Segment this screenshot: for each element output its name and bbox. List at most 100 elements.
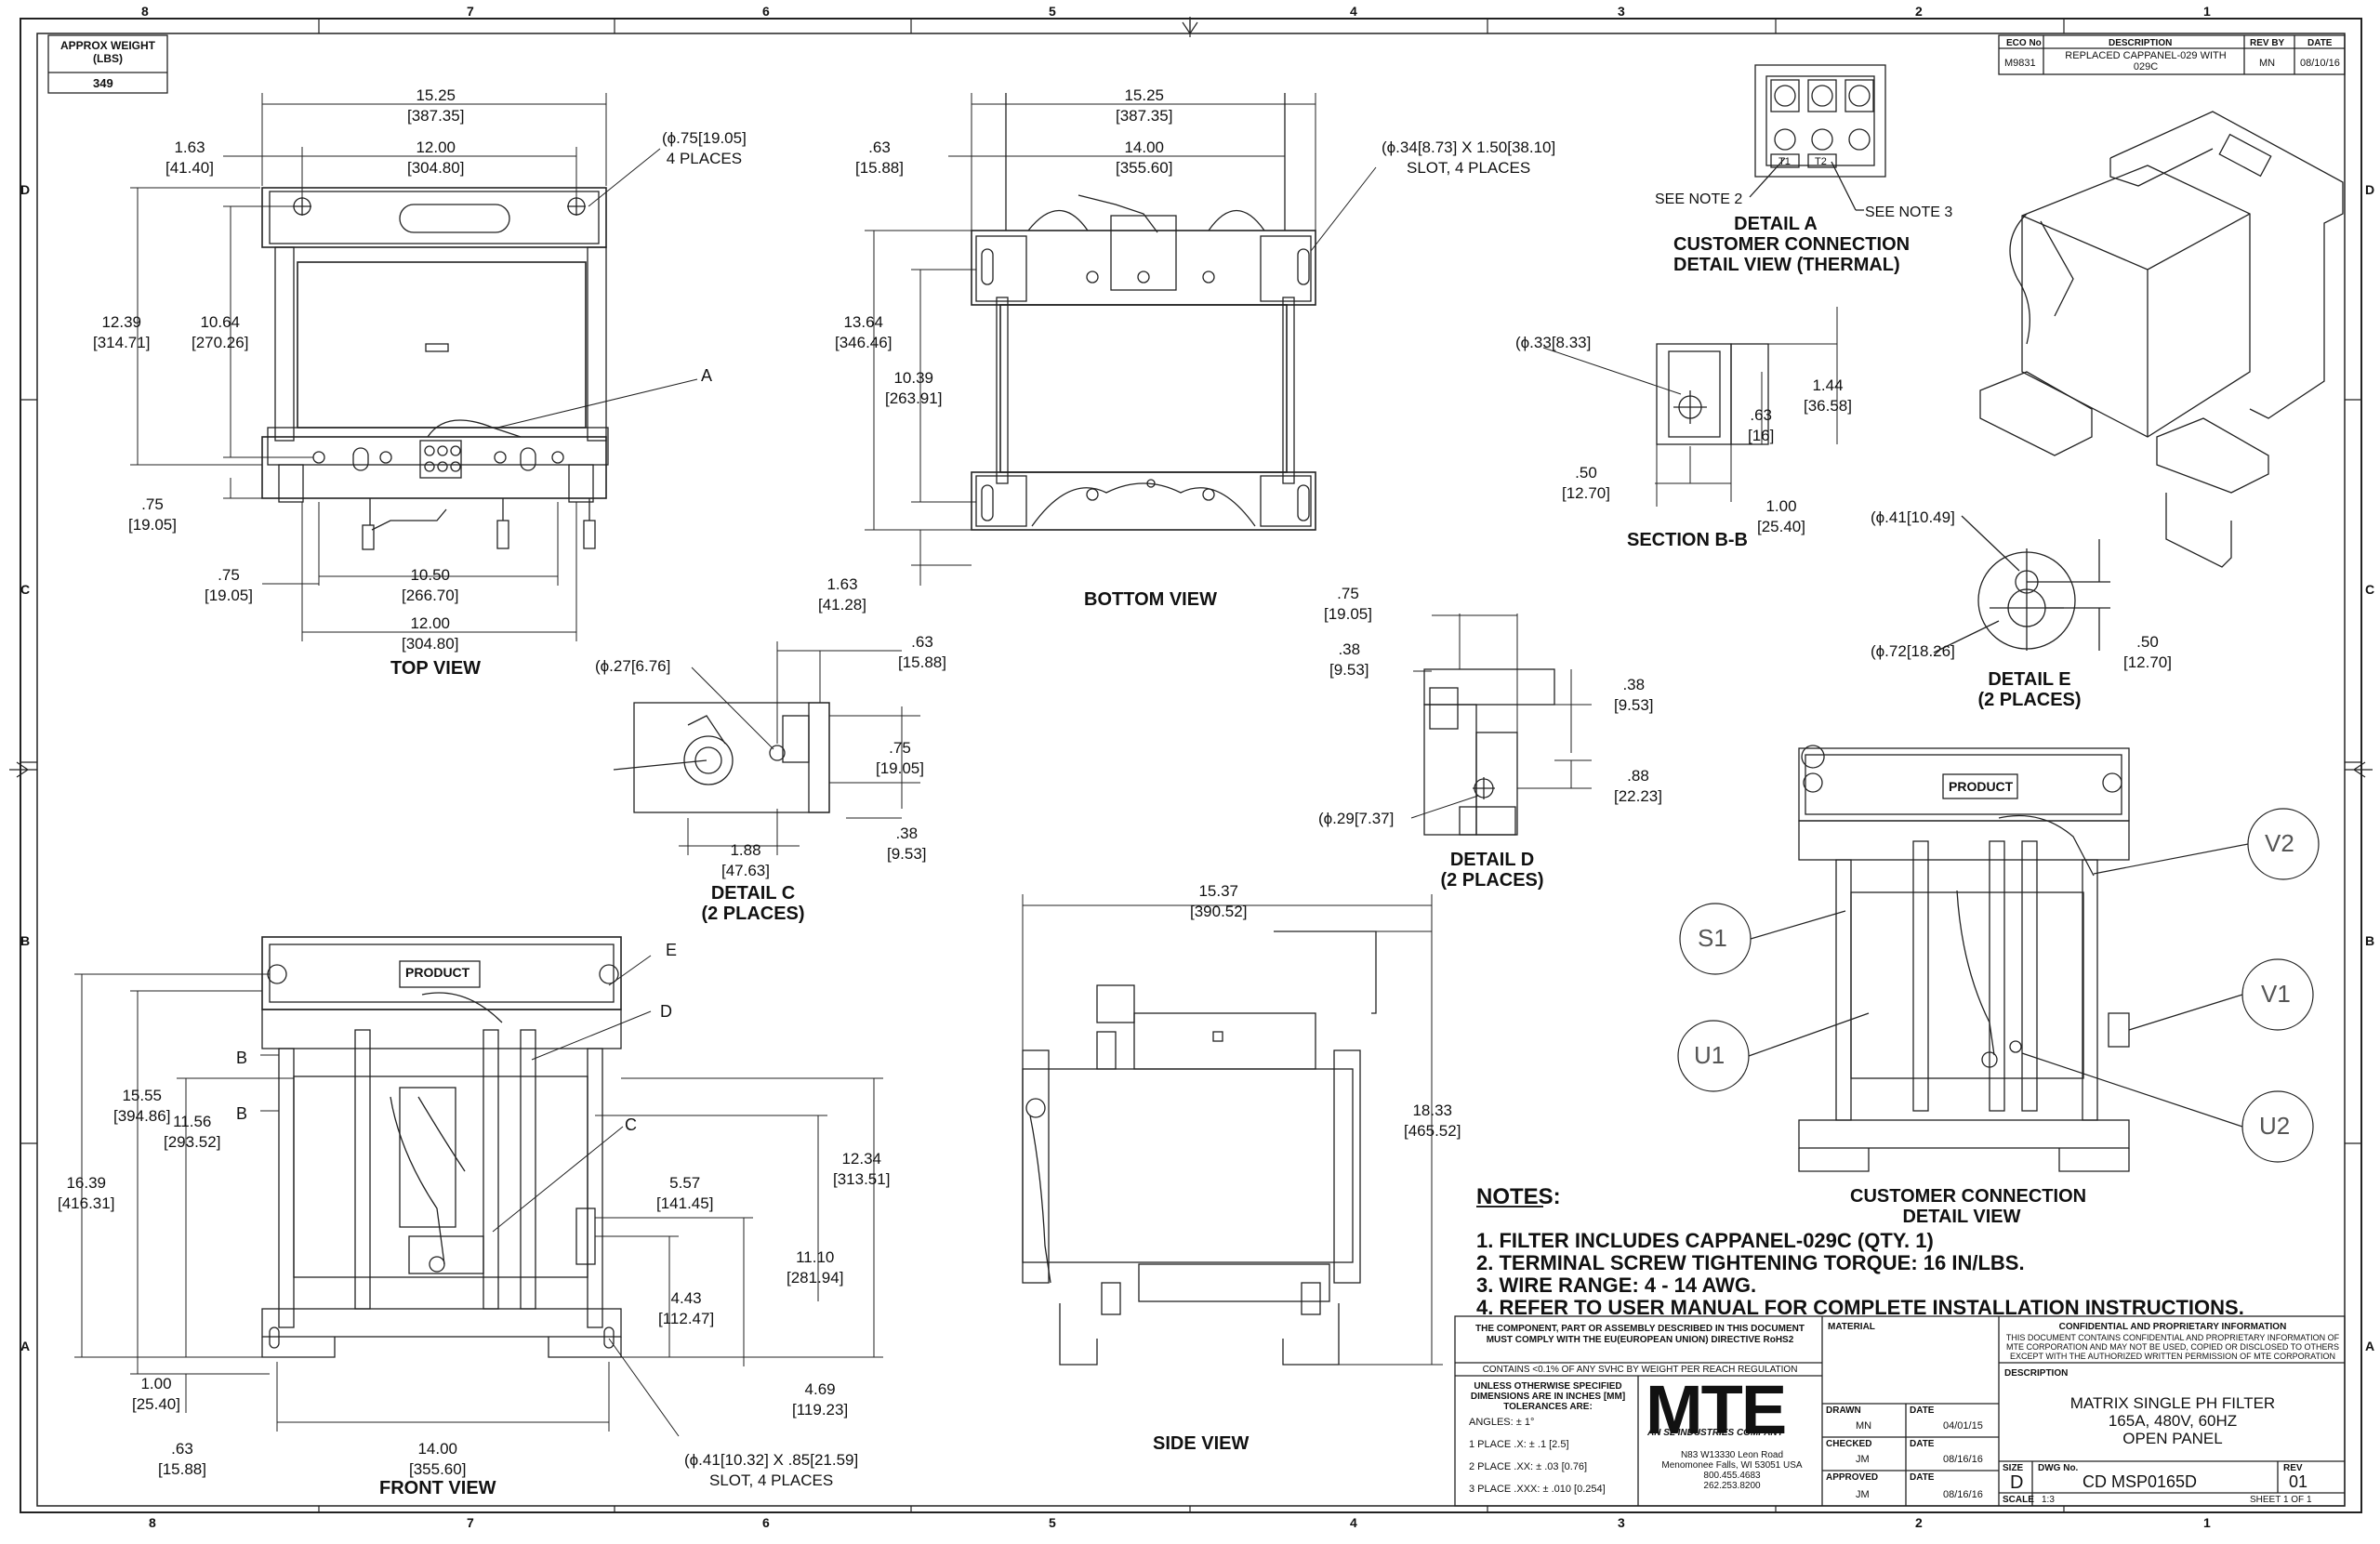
dim-sbb-100: 1.00[25.40]	[1757, 497, 1805, 535]
terminal-v1: V1	[2261, 980, 2291, 1008]
dim-dd-038-b: .38[9.53]	[1614, 676, 1654, 714]
dim-sbb-hole: (ϕ.33[8.33]	[1515, 334, 1592, 351]
zone-col-4-bottom: 4	[1350, 1515, 1357, 1530]
customer-connection-outline	[1798, 745, 2130, 1172]
terminal-u1: U1	[1694, 1041, 1726, 1069]
zone-row-b-left: B	[20, 933, 31, 948]
zone-row-d-left: D	[20, 182, 31, 197]
top-view-title: TOP VIEW	[390, 658, 482, 679]
zone-col-7-bottom: 7	[467, 1515, 474, 1530]
dim-top-075-b: .75[19.05]	[205, 566, 253, 604]
dim-de-072: (ϕ.72[18.26]	[1871, 642, 1955, 660]
tb-desc-3: OPEN PANEL	[2122, 1430, 2223, 1447]
dim-bottom-10-39: 10.39[263.91]	[885, 369, 943, 407]
zone-row-c-left: C	[20, 582, 31, 597]
tb-tol-angles: ANGLES: ± 1°	[1469, 1417, 1535, 1428]
detail-c-outline	[613, 702, 830, 813]
zone-row-a-left: A	[20, 1339, 31, 1353]
rev-description: REPLACED CAPPANEL-029 WITH 029C	[2065, 50, 2227, 73]
dim-top-hole-spacing: 12.00[304.80]	[407, 139, 465, 177]
tb-tol-1place: 1 PLACE .X: ± .1 [2.5]	[1469, 1439, 1569, 1450]
dim-dc-063: .63[15.88]	[898, 633, 946, 671]
weight-title: APPROX WEIGHT (LBS)	[60, 39, 155, 65]
dim-bottom-13-64: 13.64[346.46]	[835, 313, 892, 351]
tb-size-lbl: SIZE	[2003, 1463, 2024, 1473]
detail-d-line2: (2 PLACES)	[1440, 870, 1544, 891]
conn-product-label: PRODUCT	[1949, 779, 2014, 794]
zone-col-3-bottom: 3	[1618, 1515, 1625, 1530]
dim-front-slot: (ϕ.41[10.32] X .85[21.59]SLOT, 4 PLACES	[684, 1451, 859, 1489]
section-bb-outline	[1656, 343, 1769, 445]
rev-date: 08/10/16	[2300, 58, 2340, 69]
rev-header-description: DESCRIPTION	[2109, 38, 2173, 48]
tb-reach: CONTAINS <0.1% OF ANY SVHC BY WEIGHT PER…	[1482, 1365, 1798, 1375]
bottom-view-title: BOTTOM VIEW	[1084, 589, 1217, 610]
rev-header-revby: REV BY	[2250, 38, 2285, 48]
tb-checked-date-lbl: DATE	[1910, 1439, 1935, 1449]
tb-drawn-lbl: DRAWN	[1826, 1405, 1861, 1416]
zone-col-1-top: 1	[2203, 4, 2211, 19]
terminal-s1: S1	[1698, 924, 1727, 952]
dim-bottom-1-63: 1.63[41.28]	[818, 575, 866, 614]
zone-row-d-right: D	[2365, 182, 2375, 197]
dim-side-18-33: 18.33[465.52]	[1404, 1102, 1461, 1140]
zone-col-1-bottom: 1	[2203, 1515, 2211, 1530]
isometric-view-outline	[1979, 111, 2344, 568]
tb-address-4: 262.253.8200	[1703, 1481, 1761, 1491]
rev-by: MN	[2259, 58, 2276, 69]
dim-dd-029: (ϕ.29[7.37]	[1318, 810, 1395, 827]
zone-col-5-bottom: 5	[1049, 1515, 1056, 1530]
dim-side-15-37: 15.37[390.52]	[1190, 882, 1248, 920]
side-view-outline	[1022, 930, 1377, 1366]
tb-approved-by: JM	[1856, 1489, 1870, 1500]
tb-tol-2place: 2 PLACE .XX: ± .03 [0.76]	[1469, 1461, 1588, 1472]
tb-scale-lbl: SCALE	[2003, 1495, 2034, 1505]
zone-col-4-top: 4	[1350, 4, 1357, 19]
customer-connection-line2: DETAIL VIEW	[1902, 1207, 2021, 1227]
dim-front-4-43: 4.43[112.47]	[658, 1289, 715, 1327]
tb-approved-date-lbl: DATE	[1910, 1472, 1935, 1483]
dim-top-075-a: .75[19.05]	[128, 495, 177, 534]
dim-top-height-overall: 12.39[314.71]	[93, 313, 151, 351]
detail-a-see-note-2: SEE NOTE 2	[1655, 191, 1743, 207]
top-view-outline	[261, 187, 609, 550]
dim-de-050: .50[12.70]	[2123, 633, 2172, 671]
detail-a-t1: T1	[1778, 156, 1791, 167]
dim-top-hole-dia: (ϕ.75[19.05]4 PLACES	[662, 129, 747, 167]
tb-drawn-date: 04/01/15	[1943, 1420, 1983, 1432]
callout-d: D	[660, 1002, 672, 1021]
tb-approved-date: 08/16/16	[1943, 1489, 1983, 1500]
dim-bottom-063: .63[15.88]	[855, 139, 904, 177]
dim-front-11-10: 11.10[281.94]	[787, 1248, 844, 1287]
tb-approved-lbl: APPROVED	[1826, 1472, 1879, 1483]
front-view-outline	[261, 936, 622, 1358]
terminal-u2: U2	[2259, 1112, 2291, 1140]
zone-col-3-top: 3	[1618, 4, 1625, 19]
tb-material: MATERIAL	[1828, 1322, 1875, 1332]
dim-bottom-slot-spacing: 14.00[355.60]	[1116, 139, 1173, 177]
detail-a-see-note-3: SEE NOTE 3	[1865, 205, 1953, 220]
section-bb-title: SECTION B-B	[1627, 530, 1748, 550]
dim-de-041: (ϕ.41[10.49]	[1871, 508, 1955, 526]
dim-front-16-39: 16.39[416.31]	[58, 1174, 115, 1212]
detail-d-title: DETAIL D (2 PLACES)	[1432, 850, 1553, 891]
notes-title: NOTES:	[1476, 1184, 1561, 1209]
dim-dd-038-a: .38[9.53]	[1329, 640, 1369, 679]
side-view-title: SIDE VIEW	[1153, 1433, 1250, 1454]
zone-col-8-bottom: 8	[149, 1515, 156, 1530]
callout-e: E	[666, 941, 678, 959]
tb-address-2: Menomonee Falls, WI 53051 USA	[1661, 1460, 1803, 1471]
tb-sheet: SHEET 1 OF 1	[2250, 1495, 2312, 1505]
tb-scale: 1:3	[2042, 1495, 2055, 1505]
detail-c-line1: DETAIL C	[710, 883, 796, 904]
dim-front-15-55: 15.55[394.86]	[113, 1087, 171, 1125]
dim-front-14-00: 14.00[355.60]	[409, 1440, 467, 1478]
dim-dd-088: .88[22.23]	[1614, 767, 1662, 805]
dim-bottom-width-overall: 15.25[387.35]	[1116, 86, 1173, 125]
tb-address-3: 800.455.4683	[1703, 1471, 1761, 1481]
dim-sbb-050: .50[12.70]	[1562, 464, 1610, 502]
zone-col-7-top: 7	[467, 4, 474, 19]
zone-col-2-bottom: 2	[1915, 1515, 1923, 1530]
dim-top-10-50: 10.50[266.70]	[402, 566, 459, 604]
